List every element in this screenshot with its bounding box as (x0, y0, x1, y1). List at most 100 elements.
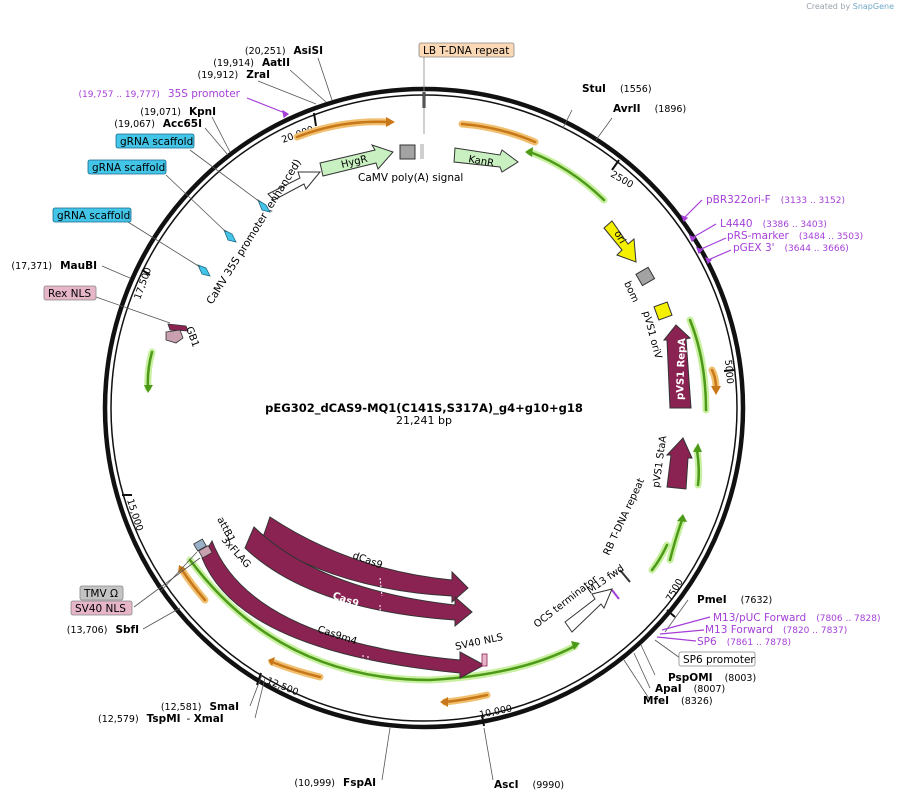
attb1-box (193, 538, 207, 552)
bom-label: bom (621, 280, 640, 305)
grna-scaffold-feature (257, 199, 271, 213)
enzyme-name: AscI (494, 779, 519, 791)
flag-box (198, 544, 213, 559)
m13fwd-feature (611, 589, 620, 600)
svg-text:L4440(3386 .. 3403): L4440(3386 .. 3403) (720, 218, 827, 230)
grna-scaffold-feature (223, 229, 237, 243)
enzyme-name: MauBI (60, 260, 97, 272)
primer-range: (3644 .. 3666) (785, 244, 849, 254)
rb-tdna-marker (619, 569, 631, 583)
sv40-nls-box-label: SV40 NLS (75, 603, 126, 615)
svg-text:M13/pUC Forward(7806 .. 7828): M13/pUC Forward (7806 .. 7828) (713, 612, 880, 624)
camv-polya-mark (420, 144, 424, 159)
svg-text:AscI(9990): AscI(9990) (494, 779, 564, 791)
boxed-labels: LB T-DNA repeat gRNA scaffold gRNA scaff… (43, 42, 755, 667)
primer-range: (3484 .. 3503) (799, 232, 863, 242)
enzyme-pos: (19,071) (140, 107, 181, 118)
sv40-nls-feature (481, 653, 488, 667)
svg-text:SP6(7861 .. 7878): SP6(7861 .. 7878) (697, 636, 791, 648)
grna-scaffold-label: gRNA scaffold (120, 136, 193, 148)
svg-text:(20,251)AsiSI: (20,251)AsiSI (245, 45, 323, 57)
svg-text:(12,579)TspMI- XmaI: (12,579)TspMI- XmaI (98, 713, 224, 725)
svg-text:(19,912)ZraI: (19,912)ZraI (198, 69, 270, 81)
primer-range: (3133 .. 3152) (781, 196, 845, 206)
rex-nls-feature (167, 323, 189, 332)
enzyme-name: XmaI (194, 713, 224, 725)
grna-scaffold-feature (197, 264, 211, 277)
gb1-feature (165, 329, 184, 344)
svg-text:AvrII(1896): AvrII(1896) (613, 103, 686, 115)
camv-polya-label: CaMV poly(A) signal (358, 172, 463, 184)
svg-text:(19,067)Acc65I: (19,067)Acc65I (114, 118, 202, 130)
svg-text:MfeI(8326): MfeI (8326) (643, 695, 713, 707)
svg-text:M13 Forward(7820 .. 7837): M13 Forward (7820 .. 7837) (705, 624, 847, 636)
plasmid-name: pEG302_dCAS9-MQ1(C141S,S317A)_g4+g10+g18 (265, 401, 583, 416)
enzyme-pos: (13,706) (67, 625, 108, 636)
tick-mark (313, 112, 317, 127)
orange-arrows (178, 117, 721, 707)
enzyme-pos: (8326) (681, 696, 713, 707)
enzyme-name: SmaI (210, 701, 240, 713)
svg-text:(10,999)FspAI: (10,999)FspAI (294, 777, 376, 789)
primer-range: (7806 .. 7828) (816, 614, 880, 624)
enzyme-pos: (8003) (725, 673, 757, 684)
primer-labels: pBR322ori-F (3133 .. 3152) L4440(3386 .. … (78, 88, 880, 648)
snapgene-credit: Created by SnapGene (806, 2, 894, 11)
ocs-terminator-arrow (564, 588, 613, 633)
pvs1-repa-label: pVS1 RepA (675, 338, 688, 401)
primer-name: M13/pUC Forward (713, 612, 806, 624)
enzyme-name: StuI (582, 83, 606, 95)
svg-text:(19,914)AatII: (19,914)AatII (213, 57, 290, 69)
svg-text:ApaI(8007): ApaI(8007) (655, 683, 725, 695)
enzyme-name: TspMI (147, 713, 181, 725)
enzyme-labels-left: (20,251)AsiSI (19,914)AatII (19,912)ZraI… (11, 45, 376, 789)
primer-name: M13 Forward (705, 624, 773, 636)
kanr-label: KanR (467, 154, 494, 169)
rex-nls-label: Rex NLS (48, 288, 91, 300)
primer-range: (19,757 .. 19,777) (78, 90, 159, 100)
primer-range: (7820 .. 7837) (783, 626, 847, 636)
tick-mark (666, 609, 676, 618)
sp6-promoter-leader (654, 639, 681, 659)
primer-name: pRS-marker (727, 230, 790, 242)
grna-scaffold-label: gRNA scaffold (92, 162, 165, 174)
pvs1-staa-label: pVS1 StaA (651, 435, 669, 488)
hygr-arrow: HygR (319, 144, 394, 177)
lb-tdna-label: LB T-DNA repeat (423, 45, 509, 57)
enzyme-pos: (19,912) (198, 70, 239, 81)
enzyme-name: MfeI (643, 695, 669, 707)
bom-box (635, 266, 656, 287)
enzyme-name: KpnI (189, 106, 216, 118)
svg-text:pBR322ori-F(3133 .. 3152): pBR322ori-F (3133 .. 3152) (706, 194, 845, 206)
primer-range: (3386 .. 3403) (763, 220, 827, 230)
enzyme-name: PspOMI (668, 672, 713, 684)
grna-scaffold-label: gRNA scaffold (57, 210, 130, 222)
enzyme-leaders (101, 57, 689, 781)
enzyme-name: AsiSI (294, 45, 323, 57)
svg-text:(17,371)MauBI: (17,371) MauBI (11, 260, 97, 272)
svg-text:(13,706)SbfI: (13,706)SbfI (67, 624, 139, 636)
snapgene-brand: SnapGene (852, 2, 894, 11)
svg-text:pGEX 3'(3644 .. 3666): pGEX 3'(3644 .. 3666) (733, 242, 849, 254)
tick-mark (481, 714, 485, 727)
enzyme-name: AatII (262, 57, 290, 69)
tick-label: 7500 (664, 577, 686, 603)
pvs1-staa-arrow: pVS1 StaA (651, 435, 693, 490)
svg-text:PmeI(7632): PmeI(7632) (697, 594, 772, 606)
enzyme-labels-right: StuI (1556) AvrII(1896) PmeI(7632) PspOMI… (494, 83, 772, 791)
primer-name: pBR322ori-F (706, 194, 771, 206)
enzyme-pos: (12,579) (98, 714, 139, 725)
svg-text:StuI(1556): StuI (1556) (582, 83, 652, 95)
camv-35s-label: CaMV 35S promoter (enhanced) (204, 157, 304, 306)
sp6-promoter-label: SP6 promoter (683, 654, 755, 666)
enzyme-name: ApaI (655, 683, 682, 695)
rb-tdna-label: RB T-DNA repeat (602, 477, 647, 557)
enzyme-pos: (7632) (741, 595, 773, 606)
svg-text:(12,581)SmaI: (12,581)SmaI (161, 701, 239, 713)
enzyme-pos: (1556) (620, 84, 652, 95)
tick-mark (723, 369, 736, 372)
enzyme-pos: (19,067) (114, 119, 155, 130)
sv40-nls-label: SV40 NLS (454, 632, 504, 653)
enzyme-pos: (17,371) (11, 261, 52, 272)
